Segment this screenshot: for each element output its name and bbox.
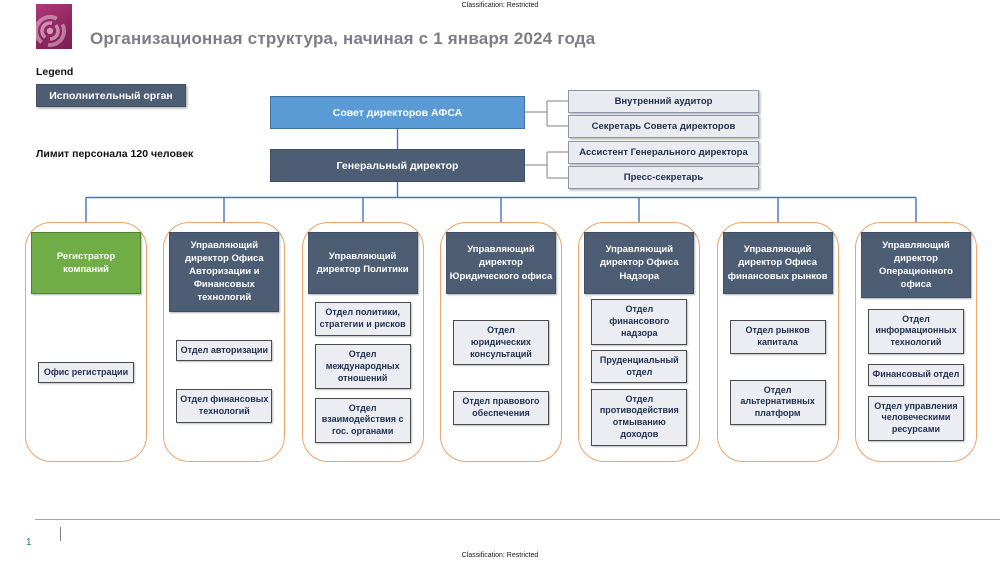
dept-area: Отдел финансового надзора Пруденциальный…: [591, 294, 688, 451]
footer-divider: [35, 519, 1000, 520]
dept-area: Отдел юридических консультаций Отдел пра…: [452, 294, 549, 451]
dept-box: Отдел информационных технологий: [867, 308, 964, 354]
org-column-registrar: Регистратор компаний Офис регистрации: [25, 222, 147, 462]
dept-box: Отдел международных отношений: [314, 344, 411, 390]
dept-box: Отдел политики, стратегии и рисков: [314, 302, 411, 336]
column-header-financial-markets: Управляющий директор Офиса финансовых ры…: [722, 232, 833, 294]
dept-box: Пруденциальный отдел: [591, 349, 688, 384]
legend-executive-body: Исполнительный орган: [36, 84, 186, 107]
org-column-supervision: Управляющий директор Офиса Надзора Отдел…: [578, 222, 701, 462]
dept-area: Отдел информационных технологий Финансов…: [867, 298, 964, 451]
dept-box: Отдел финансовых технологий: [176, 389, 273, 423]
board-report-secretary: Секретарь Совета директоров: [568, 115, 759, 138]
dept-box: Офис регистрации: [38, 361, 134, 384]
dept-area: Офис регистрации: [38, 294, 134, 451]
legend-label: Legend: [36, 66, 74, 78]
org-column-operations: Управляющий директор Операционного офиса…: [854, 222, 977, 462]
classification-header: Classification: Restricted: [461, 2, 539, 9]
dept-box: Отдел правового обеспечения: [452, 391, 549, 425]
logo-rings-icon: [34, 15, 66, 47]
org-column-legal: Управляющий директор Юридического офиса …: [439, 222, 562, 462]
ceo-box: Генеральный директор: [270, 149, 525, 182]
dept-box: Отдел альтернативных платформ: [729, 379, 826, 425]
column-header-policy: Управляющий директор Политики: [307, 232, 418, 294]
dept-box: Отдел противодействия отмыванию доходов: [591, 388, 688, 446]
dept-box: Отдел взаимодействия с гос. органами: [314, 397, 411, 443]
dept-area: Отдел политики, стратегии и рисков Отдел…: [314, 294, 411, 451]
dept-area: Отдел авторизации Отдел финансовых техно…: [176, 312, 273, 451]
ceo-report-press-secretary: Пресс-секретарь: [568, 166, 759, 189]
dept-box: Отдел управления человеческими ресурсами: [867, 395, 964, 441]
org-column-authorization-fintech: Управляющий директор Офиса Авторизации и…: [163, 222, 286, 462]
column-header-operations: Управляющий директор Операционного офиса: [860, 232, 971, 299]
staff-limit-note: Лимит персонала 120 человек: [36, 148, 194, 160]
board-of-directors-box: Совет директоров АФСА: [270, 96, 525, 129]
dept-area: Отдел рынков капитала Отдел альтернативн…: [729, 294, 826, 451]
column-header-supervision: Управляющий директор Офиса Надзора: [584, 232, 695, 294]
dept-box: Отдел финансового надзора: [591, 299, 688, 345]
page-title: Организационная структура, начиная с 1 я…: [90, 29, 596, 48]
footer-cursor-mark: [60, 527, 61, 541]
column-header-registrar: Регистратор компаний: [31, 232, 141, 294]
company-logo: [34, 4, 72, 49]
page-number: 1: [26, 537, 32, 548]
org-column-policy: Управляющий директор Политики Отдел поли…: [301, 222, 424, 462]
dept-box: Отдел юридических консультаций: [452, 320, 549, 366]
board-report-internal-auditor: Внутренний аудитор: [568, 90, 759, 113]
dept-box: Отдел рынков капитала: [729, 320, 826, 354]
dept-box: Отдел авторизации: [176, 339, 273, 362]
dept-box: Финансовый отдел: [867, 363, 964, 386]
column-header-authorization-fintech: Управляющий директор Офиса Авторизации и…: [169, 232, 280, 312]
org-columns: Регистратор компаний Офис регистрации Уп…: [25, 222, 977, 462]
org-column-financial-markets: Управляющий директор Офиса финансовых ры…: [716, 222, 839, 462]
classification-footer: Classification: Restricted: [461, 552, 539, 559]
column-header-legal: Управляющий директор Юридического офиса: [445, 232, 556, 294]
ceo-report-assistant: Ассистент Генерального директора: [568, 141, 759, 164]
